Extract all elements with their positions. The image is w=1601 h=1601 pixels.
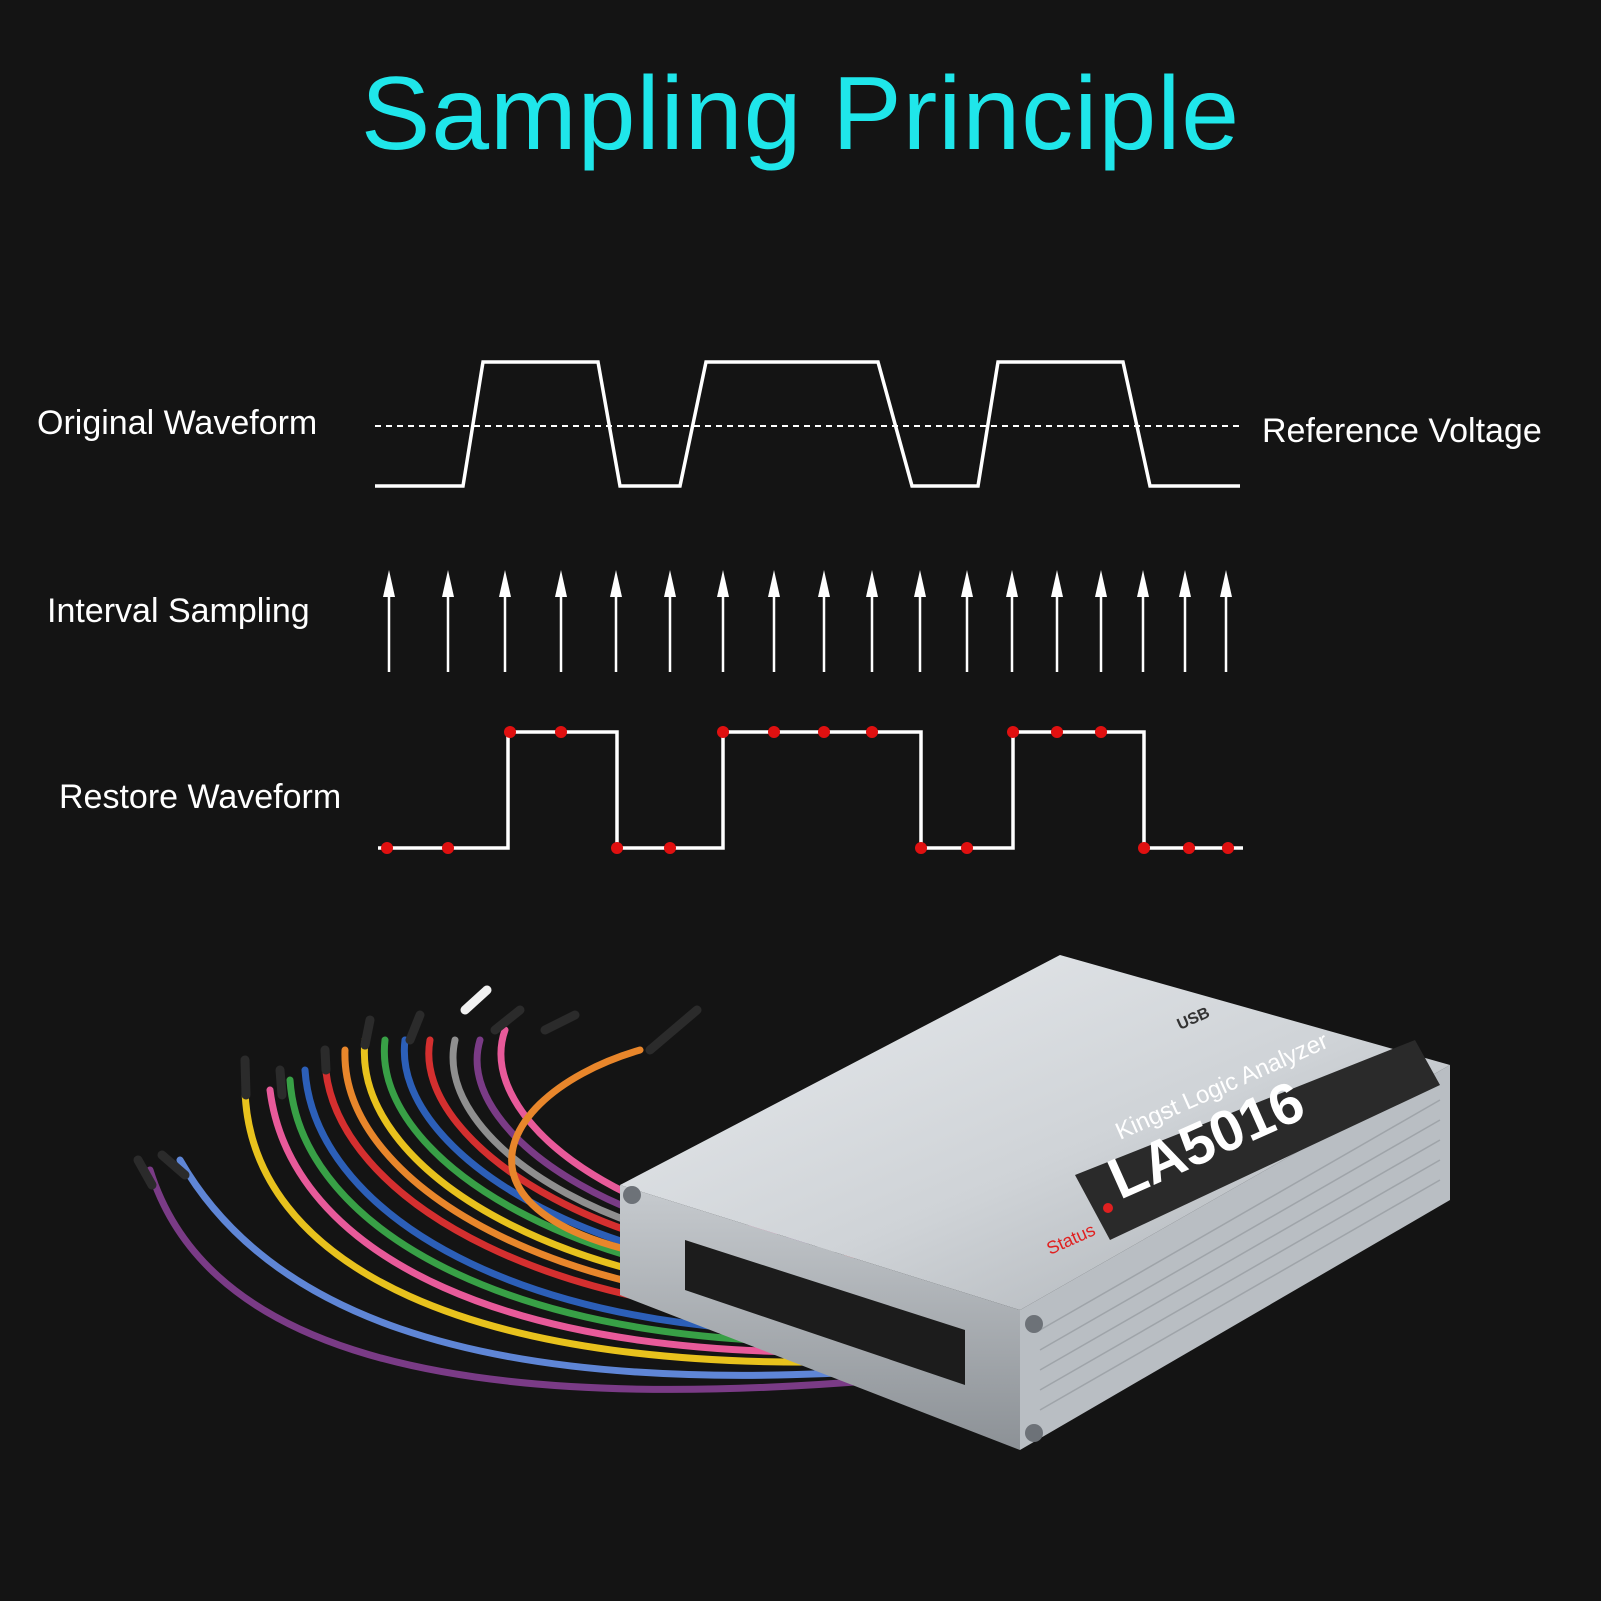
restore-waveform-label: Restore Waveform	[59, 778, 342, 816]
sampling-arrow-head	[1179, 570, 1191, 597]
original-waveform	[375, 360, 1240, 488]
sampling-arrow-head	[768, 570, 780, 597]
sampling-arrow-head	[866, 570, 878, 597]
sampling-arrow-head	[1095, 570, 1107, 597]
sampling-diagram	[375, 360, 1243, 854]
sampling-arrow-head	[1051, 570, 1063, 597]
original-waveform-label: Original Waveform	[37, 404, 318, 442]
sampling-arrow-head	[717, 570, 729, 597]
sample-point	[555, 726, 567, 738]
interval-sampling-label: Interval Sampling	[47, 592, 310, 630]
sample-point	[768, 726, 780, 738]
sample-points	[381, 726, 1234, 854]
sample-point	[915, 842, 927, 854]
sample-point	[866, 726, 878, 738]
sample-point	[961, 842, 973, 854]
sampling-arrow-head	[1137, 570, 1149, 597]
sampling-arrow-head	[555, 570, 567, 597]
sample-point	[442, 842, 454, 854]
sample-point	[381, 842, 393, 854]
sample-point	[611, 842, 623, 854]
sampling-arrow-head	[1006, 570, 1018, 597]
sample-point	[1007, 726, 1019, 738]
reference-voltage-label: Reference Voltage	[1262, 412, 1542, 450]
sample-point	[664, 842, 676, 854]
sampling-arrow-head	[914, 570, 926, 597]
sampling-arrow-head	[610, 570, 622, 597]
sampling-arrows	[383, 570, 1232, 672]
sample-point	[1095, 726, 1107, 738]
sample-point	[1051, 726, 1063, 738]
sampling-arrow-head	[664, 570, 676, 597]
sampling-arrow-head	[442, 570, 454, 597]
sample-point	[1183, 842, 1195, 854]
sample-point	[818, 726, 830, 738]
sample-point	[1222, 842, 1234, 854]
sampling-arrow-head	[383, 570, 395, 597]
sampling-arrow-head	[499, 570, 511, 597]
page-title: Sampling Principle	[360, 56, 1241, 172]
sampling-arrow-head	[961, 570, 973, 597]
sample-point	[504, 726, 516, 738]
sampling-arrow-head	[1220, 570, 1232, 597]
sample-point	[717, 726, 729, 738]
probe-tips	[133, 985, 702, 1190]
sample-point	[1138, 842, 1150, 854]
sampling-arrow-head	[818, 570, 830, 597]
logic-analyzer-device	[620, 955, 1450, 1450]
